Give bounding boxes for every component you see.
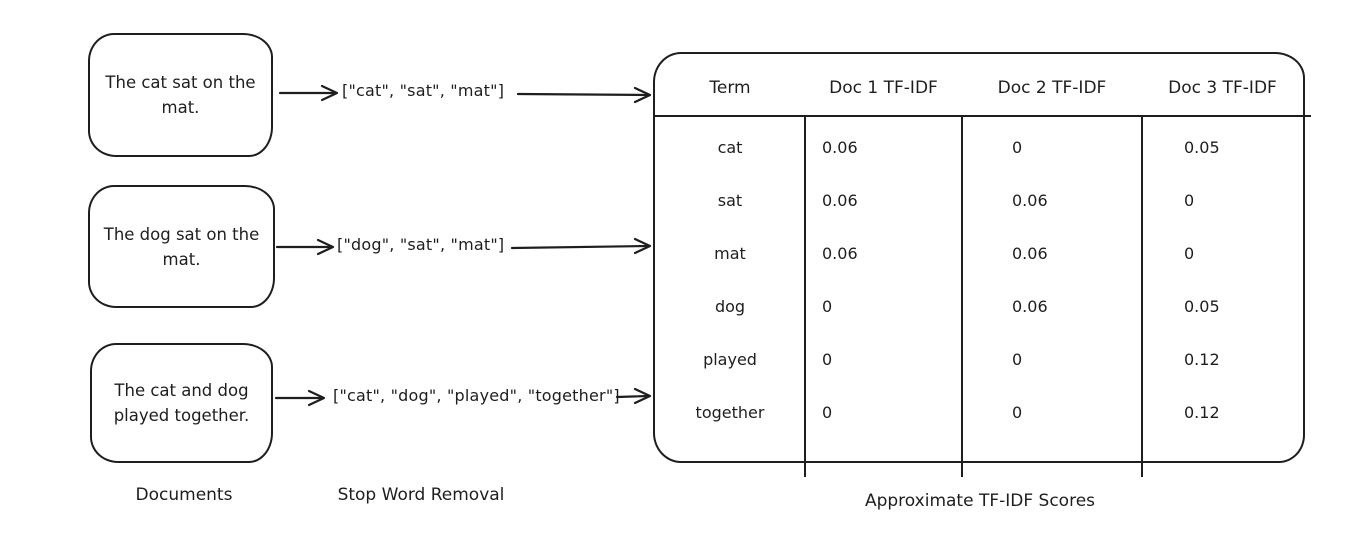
table-row: dog 0 0.06 0.05 [655, 280, 1303, 333]
cell-doc1: 0 [822, 297, 833, 316]
table-column-divider-2 [961, 115, 964, 477]
table-row: sat 0.06 0.06 0 [655, 174, 1303, 227]
table-row: together 0 0 0.12 [655, 386, 1303, 439]
cell-doc1: 0.06 [822, 138, 858, 157]
table-row: played 0 0 0.12 [655, 333, 1303, 386]
column-header-doc2: Doc 2 TF-IDF [997, 77, 1107, 98]
column-header-term: Term [709, 77, 751, 98]
cell-doc3: 0 [1184, 244, 1195, 263]
tfidf-table-body: cat 0.06 0 0.05 sat 0.06 0.06 0 mat 0.06… [655, 117, 1303, 439]
table-column-divider-1 [804, 115, 807, 477]
cell-term: dog [714, 297, 746, 316]
document-box-3-text: The cat and dog played together. [113, 381, 250, 425]
cell-term: sat [717, 191, 743, 210]
cell-doc1: 0 [822, 403, 833, 422]
arrow-doc1-to-tokens1 [278, 84, 339, 102]
table-column-divider-3 [1141, 115, 1144, 477]
stop-word-removal-label: Stop Word Removal [337, 485, 505, 505]
arrow-tokens2-to-table [510, 237, 652, 255]
cell-doc1: 0.06 [822, 244, 858, 263]
token-list-2: ["dog", "sat", "mat"] [337, 235, 505, 254]
column-header-doc1: Doc 1 TF-IDF [829, 77, 938, 98]
tfidf-scores-caption: Approximate TF-IDF Scores [864, 491, 1096, 511]
cell-doc3: 0 [1184, 191, 1195, 210]
documents-label: Documents [135, 485, 233, 505]
cell-doc1: 0.06 [822, 191, 858, 210]
cell-doc2: 0 [1012, 403, 1023, 422]
document-box-2-text: The dog sat on the mat. [103, 224, 260, 269]
document-box-3: The cat and dog played together. [90, 343, 273, 463]
token-list-1: ["cat", "sat", "mat"] [342, 81, 505, 100]
tfidf-table: Term Doc 1 TF-IDF Doc 2 TF-IDF Doc 3 TF-… [653, 52, 1311, 477]
cell-doc3: 0.12 [1184, 350, 1220, 369]
cell-doc2: 0.06 [1012, 191, 1048, 210]
column-header-doc3: Doc 3 TF-IDF [1168, 77, 1277, 98]
document-box-1: The cat sat on the mat. [88, 33, 273, 157]
table-header-divider [653, 115, 1311, 118]
cell-doc2: 0.06 [1012, 297, 1048, 316]
cell-doc1: 0 [822, 350, 833, 369]
table-row: mat 0.06 0.06 0 [655, 227, 1303, 280]
cell-term: cat [717, 138, 743, 157]
arrow-doc3-to-tokens3 [274, 389, 326, 407]
cell-doc2: 0 [1012, 350, 1023, 369]
cell-term: together [695, 403, 765, 422]
cell-doc2: 0 [1012, 138, 1023, 157]
tfidf-table-header: Term Doc 1 TF-IDF Doc 2 TF-IDF Doc 3 TF-… [655, 54, 1303, 115]
cell-term: mat [714, 244, 746, 263]
document-box-2: The dog sat on the mat. [88, 185, 275, 308]
cell-doc2: 0.06 [1012, 244, 1048, 263]
cell-doc3: 0.12 [1184, 403, 1220, 422]
table-row: cat 0.06 0 0.05 [655, 121, 1303, 174]
arrow-tokens1-to-table [516, 86, 652, 104]
document-box-1-text: The cat sat on the mat. [105, 73, 256, 117]
cell-doc3: 0.05 [1184, 297, 1220, 316]
cell-doc3: 0.05 [1184, 138, 1220, 157]
token-list-3: ["cat", "dog", "played", "together"] [333, 386, 620, 405]
arrow-tokens3-to-table [615, 387, 652, 405]
cell-term: played [703, 350, 757, 369]
arrow-doc2-to-tokens2 [275, 238, 335, 256]
